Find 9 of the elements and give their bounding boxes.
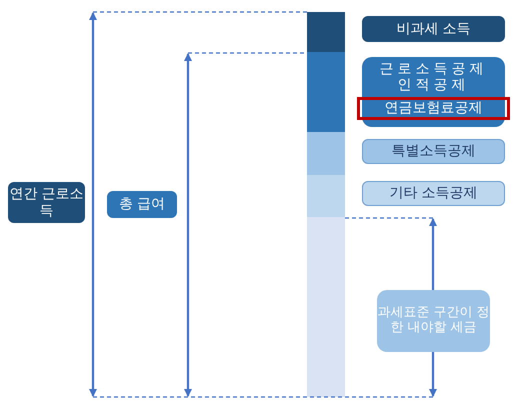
label-text: 인적공제 — [398, 77, 470, 94]
label-box: 특별소득공제 — [362, 139, 505, 164]
highlight-box: 연금보험료공제 — [357, 97, 510, 120]
label-box: 과세표준 구간이 정한 내야할 세금 — [377, 290, 490, 352]
label-box: 연간 근로소득 — [8, 182, 85, 223]
label-text: 근로소득공제 — [380, 61, 488, 78]
label-box: 총 급여 — [107, 191, 177, 218]
label-box: 기타 소득공제 — [362, 181, 505, 206]
label-box: 비과세 소득 — [362, 16, 505, 42]
